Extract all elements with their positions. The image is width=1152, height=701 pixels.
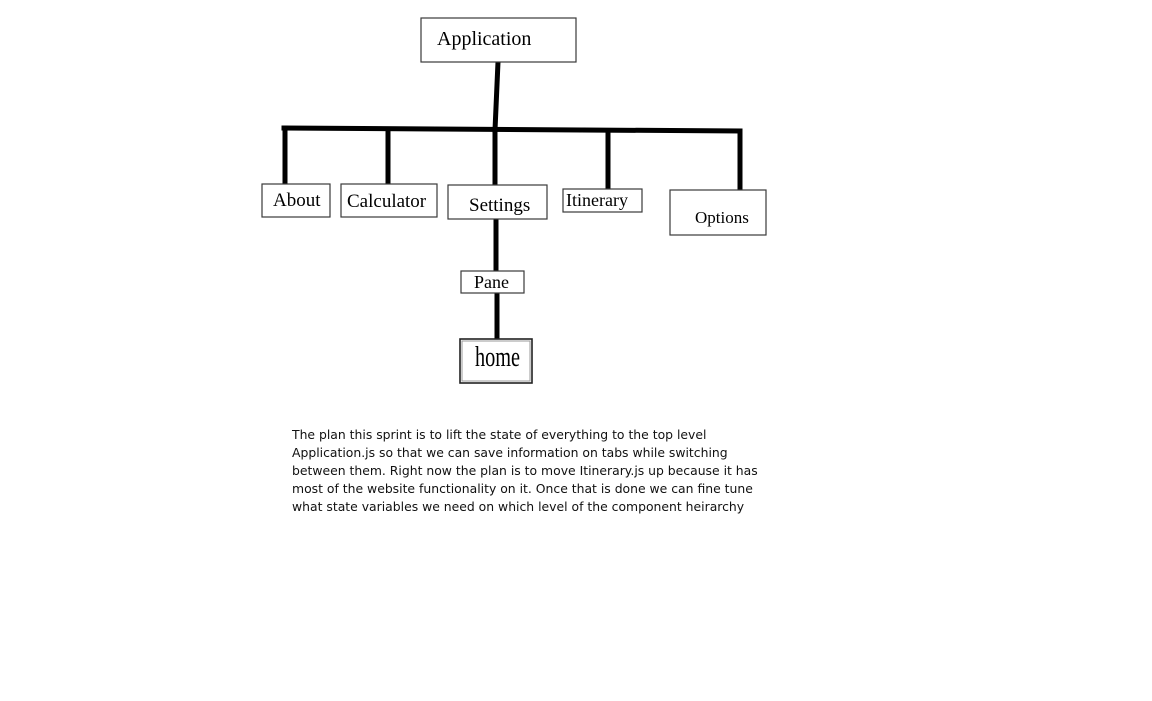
horizontal-bus: [281, 125, 743, 134]
node-home-label: home: [475, 342, 520, 373]
node-options: Options: [669, 189, 767, 236]
node-itinerary: Itinerary: [562, 188, 643, 213]
node-settings-label: Settings: [469, 195, 530, 216]
node-options-label: Options: [695, 208, 749, 227]
node-calculator: Calculator: [340, 183, 438, 218]
edge-application-to-bus: [492, 59, 501, 133]
node-calculator-label: Calculator: [347, 191, 427, 212]
node-about: About: [261, 183, 331, 218]
node-pane: Pane: [460, 270, 525, 294]
sprint-plan-note: The plan this sprint is to lift the stat…: [292, 427, 758, 514]
node-itinerary-label: Itinerary: [566, 190, 628, 210]
node-home: home: [459, 338, 533, 384]
node-application: Application: [420, 17, 577, 63]
node-settings: Settings: [447, 184, 548, 220]
node-about-label: About: [273, 190, 321, 211]
node-application-label: Application: [437, 28, 531, 50]
tree-connectors: [281, 59, 743, 342]
node-pane-label: Pane: [474, 272, 509, 292]
